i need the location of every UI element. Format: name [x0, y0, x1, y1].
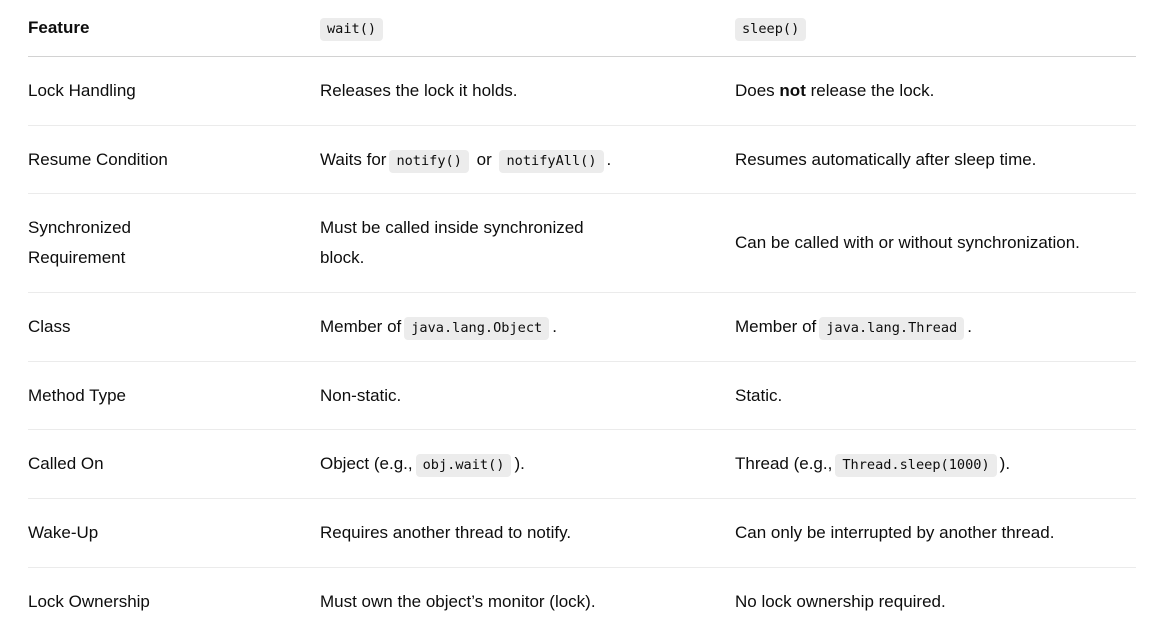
sleep-cell: No lock ownership required.: [735, 591, 946, 611]
feature-cell: Lock Handling: [28, 80, 136, 100]
table-row: Lock Handling Releases the lock it holds.…: [28, 57, 1136, 126]
feature-cell: Class: [28, 316, 71, 336]
feature-cell: Lock Ownership: [28, 591, 150, 611]
inline-code: java.lang.Thread: [819, 316, 965, 340]
sleep-cell: Resumes automatically after sleep time.: [735, 149, 1037, 169]
header-feature: Feature: [28, 18, 90, 37]
feature-cell: Method Type: [28, 385, 126, 405]
table-row: Wake-Up Requires another thread to notify…: [28, 499, 1136, 568]
sleep-cell: Does not release the lock.: [735, 80, 935, 100]
wait-vs-sleep-table: Feature wait() sleep() Lock Handling Rele…: [28, 0, 1136, 633]
wait-cell: Non-static.: [320, 385, 402, 405]
wait-cell: Requires another thread to notify.: [320, 523, 572, 542]
inline-code: obj.wait(): [415, 454, 512, 478]
table-row: Method Type Non-static. Static.: [28, 362, 1136, 431]
feature-cell: Called On: [28, 454, 104, 474]
table-header-row: Feature wait() sleep(): [28, 0, 1136, 57]
feature-cell: Resume Condition: [28, 149, 168, 169]
feature-cell: Wake-Up: [28, 523, 99, 542]
sleep-cell: Static.: [735, 385, 783, 405]
bold-text: not: [779, 80, 806, 100]
inline-code: java.lang.Object: [404, 316, 550, 340]
feature-cell: Synchronized Requirement: [28, 218, 132, 267]
sleep-cell: Thread (e.g.,Thread.sleep(1000)).: [735, 430, 1136, 498]
wait-code-badge: wait(): [320, 18, 384, 42]
wait-cell: Must own the object’s monitor (lock).: [320, 591, 596, 611]
sleep-code-badge: sleep(): [735, 18, 807, 42]
table-body: Lock Handling Releases the lock it holds.…: [28, 57, 1136, 633]
wait-cell: Must be called inside synchronized block…: [320, 218, 584, 267]
inline-code: Thread.sleep(1000): [835, 454, 997, 478]
header-sleep: sleep(): [735, 0, 1136, 56]
wait-cell: Object (e.g.,obj.wait()).: [320, 430, 735, 498]
table-row: Synchronized Requirement Must be called i…: [28, 194, 1136, 293]
sleep-cell: Can only be interrupted by another threa…: [735, 523, 1055, 542]
inline-code: notifyAll(): [499, 149, 604, 173]
sleep-cell: Can be called with or without synchroniz…: [735, 233, 1080, 253]
inline-code: notify(): [389, 149, 469, 173]
header-wait: wait(): [320, 0, 735, 56]
wait-cell: Releases the lock it holds.: [320, 80, 518, 100]
table-row: Lock Ownership Must own the object’s moni…: [28, 568, 1136, 633]
